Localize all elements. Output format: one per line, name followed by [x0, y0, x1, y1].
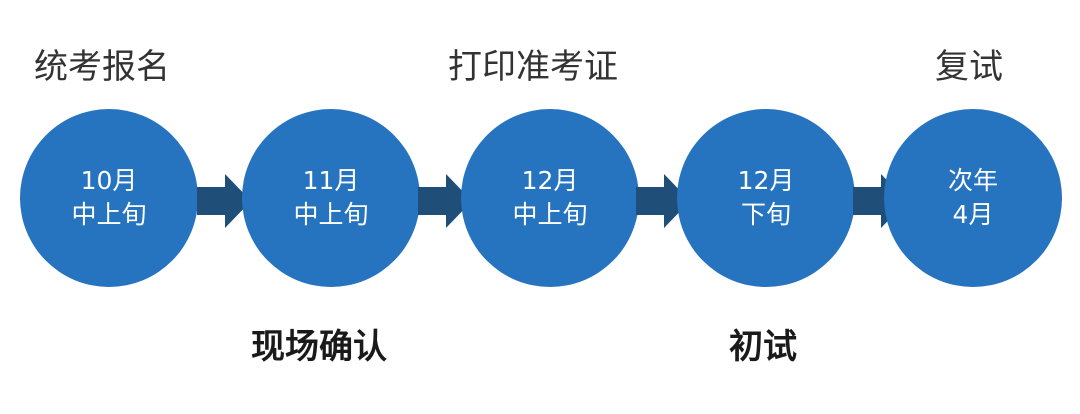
step-circle-4: 12月 下旬 [677, 109, 855, 287]
label-preliminary-exam: 初试 [729, 327, 797, 367]
step-4-line1: 12月 [737, 166, 795, 195]
step-circle-2: 11月 中上旬 [242, 109, 420, 287]
step-3-line2: 中上旬 [512, 200, 588, 229]
label-onsite-confirmation: 现场确认 [251, 327, 387, 367]
step-5-line2: 4月 [952, 200, 994, 229]
step-circle-3: 12月 中上旬 [461, 109, 639, 287]
step-circle-5: 次年 4月 [884, 109, 1062, 287]
label-exam-registration: 统考报名 [34, 47, 170, 87]
step-circle-1: 10月 中上旬 [20, 109, 198, 287]
label-retest: 复试 [935, 47, 1003, 87]
step-2-line1: 11月 [302, 166, 360, 195]
step-3-line1: 12月 [521, 166, 579, 195]
step-2-line2: 中上旬 [293, 200, 369, 229]
step-5-line1: 次年 [947, 166, 998, 195]
label-print-admission-ticket: 打印准考证 [448, 47, 618, 87]
step-1-line1: 10月 [80, 166, 138, 195]
arrow-right-icon [197, 174, 251, 228]
step-4-line2: 下旬 [740, 200, 791, 229]
arrow-right-icon [418, 174, 472, 228]
arrow-right-icon [636, 174, 690, 228]
step-1-line2: 中上旬 [71, 200, 147, 229]
